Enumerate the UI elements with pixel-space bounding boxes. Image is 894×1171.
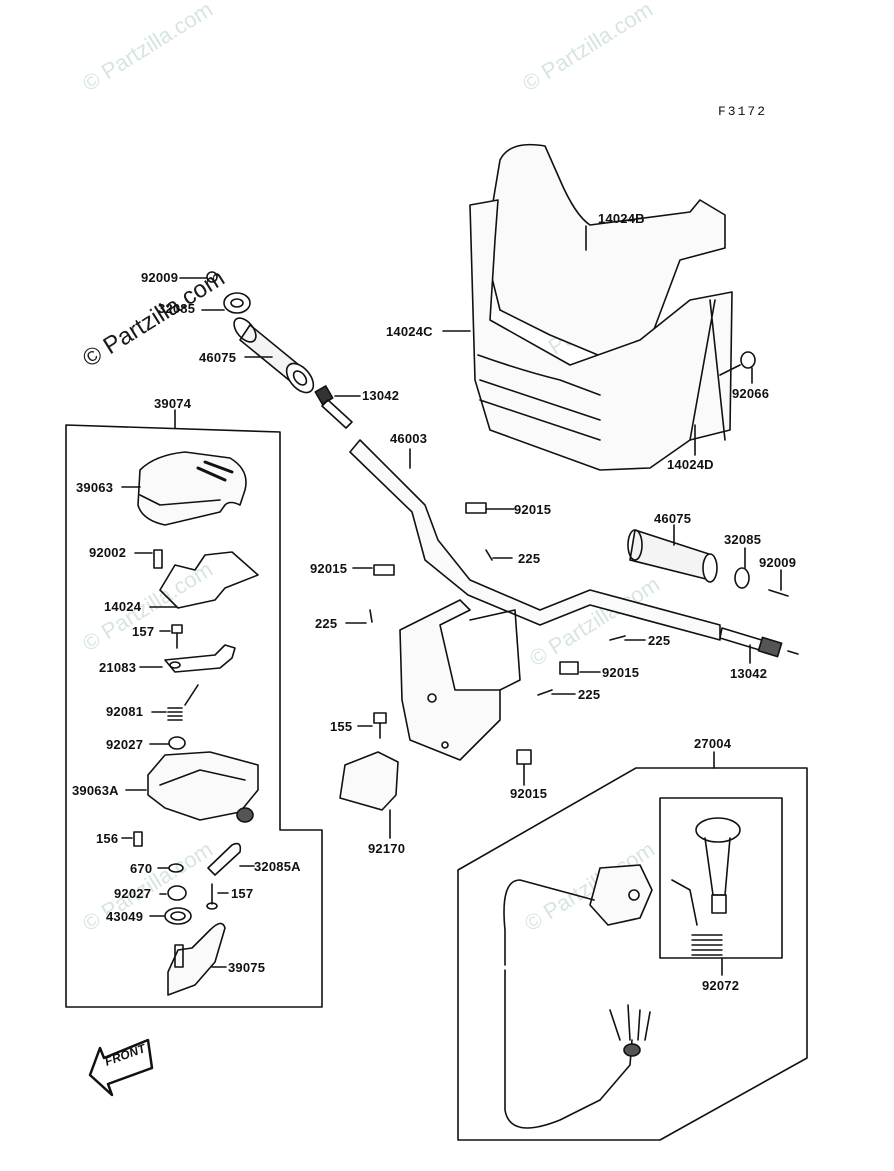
bolt-225-icon [345,609,373,624]
part-label[interactable]: 92015 [514,502,552,517]
part-label[interactable]: 46003 [390,431,428,446]
part-label[interactable]: 92015 [310,561,348,576]
part-label[interactable]: 14024C [386,324,433,339]
throttle-tube-13042-left-icon [314,385,361,429]
grip-46075-left-icon [233,317,315,394]
handlebar-46003-icon [349,439,721,641]
part-label[interactable]: 39063 [76,480,114,495]
part-label[interactable]: 13042 [730,666,768,681]
part-label[interactable]: 46075 [654,511,692,526]
bracket-92170-icon [339,751,399,839]
part-label[interactable]: 92002 [89,545,127,560]
bolt-156-icon [121,831,143,847]
part-label[interactable]: 21083 [99,660,137,675]
bolt-225-icon [485,549,513,561]
weight-32085-right-icon [734,547,750,589]
grommet-92066-icon [719,351,756,384]
part-label[interactable]: 32085 [724,532,762,547]
clip-92015-icon [559,661,601,675]
part-label[interactable]: 92027 [106,737,144,752]
part-label[interactable]: 32085A [254,859,301,874]
part-label[interactable]: 92015 [602,665,640,680]
cap-92027-lower-icon [159,885,187,901]
part-label[interactable]: 670 [130,861,153,876]
bolt-157-lower-icon [206,883,229,910]
part-label[interactable]: 92170 [368,841,406,856]
grip-46075-right-icon [627,524,718,583]
part-label[interactable]: 39063A [72,783,119,798]
part-label[interactable]: 225 [648,633,671,648]
gasket-14024-icon [149,551,259,609]
handlebar-cover-14024-icon [442,143,733,471]
washer-670-icon [157,863,184,873]
part-label[interactable]: 225 [578,687,601,702]
lanyard-92072-icon [671,817,741,956]
bolt-225-icon [609,635,646,641]
part-label[interactable]: 92081 [106,704,144,719]
group-label[interactable]: 27004 [694,736,732,751]
screw-92009-right-icon [768,569,789,597]
part-label[interactable]: 43049 [106,909,144,924]
seal-43049-icon [149,907,192,925]
bolt-155-icon [357,712,387,739]
group-label[interactable]: 39074 [154,396,192,411]
part-label[interactable]: 32085 [158,301,196,316]
bracket-21083-icon [139,644,236,673]
bolt-225-icon [537,689,576,696]
cable-32085A-icon [207,842,255,876]
stop-switch-icon [503,864,653,1129]
switch-housing-39063A-icon [125,751,259,823]
front-arrow-icon [88,1038,154,1097]
part-label[interactable]: 14024B [598,211,645,226]
part-label[interactable]: 92015 [510,786,548,801]
part-label[interactable]: 155 [330,719,353,734]
bolt-157-icon [159,624,183,649]
weight-32085-icon [201,292,251,314]
group-box-92072 [659,797,783,959]
throttle-lever-39075-icon [167,922,227,996]
group-box-27004 [457,767,808,1141]
part-label[interactable]: 92009 [759,555,797,570]
clip-92015-icon [516,749,532,786]
part-label[interactable]: 39075 [228,960,266,975]
part-label[interactable]: 157 [231,886,254,901]
part-label[interactable]: 157 [132,624,155,639]
spring-92081-icon [151,684,199,721]
part-label[interactable]: 156 [96,831,119,846]
part-label[interactable]: 13042 [362,388,400,403]
figure-code: F3172 [718,104,768,119]
part-label[interactable]: 14024D [667,457,714,472]
group-box-39074 [65,424,323,1008]
part-label[interactable]: 92072 [702,978,740,993]
part-label[interactable]: 92027 [114,886,152,901]
part-label[interactable]: 92009 [141,270,179,285]
part-label[interactable]: 92066 [732,386,770,401]
part-label[interactable]: 225 [315,616,338,631]
part-label[interactable]: 14024 [104,599,142,614]
part-label[interactable]: 225 [518,551,541,566]
clip-92015-icon [352,564,395,576]
cap-92027-icon [149,736,186,750]
part-label[interactable]: 46075 [199,350,237,365]
throttle-tube-13042-right-icon [719,627,799,664]
screw-92002-icon [134,549,163,569]
screw-92009-icon [179,271,218,283]
clip-92015-icon [465,502,515,514]
switch-cover-39063-icon [121,451,247,526]
handlebar-mount-icon [399,599,521,761]
